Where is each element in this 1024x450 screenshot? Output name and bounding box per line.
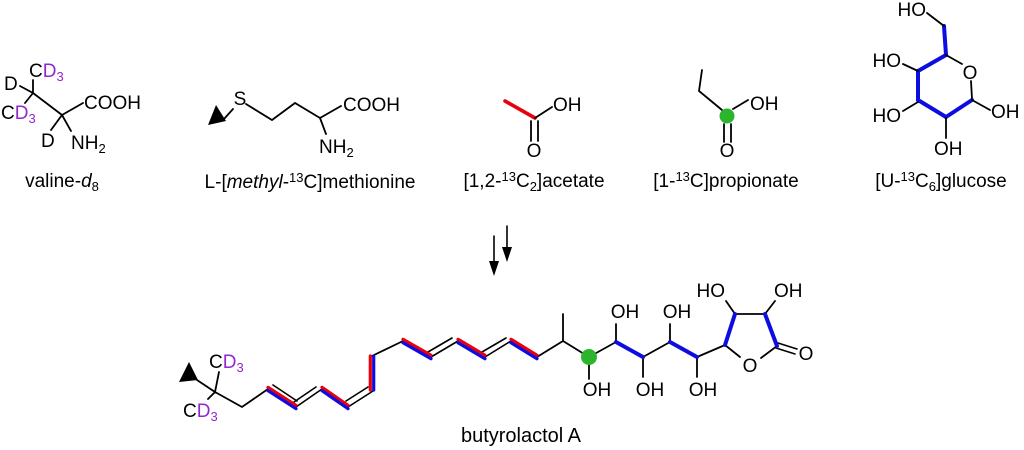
glucose-blue-bond (942, 24, 948, 57)
butyrolactol-redblue-bonds (266, 337, 539, 411)
labeled-bond-red (401, 337, 433, 357)
butyrolactol-oh-label: OH (689, 380, 718, 401)
labeled-bond-blue (668, 340, 699, 359)
labeled-bond-red (456, 337, 487, 357)
butyrolactol-oh-label: OH (611, 302, 640, 323)
labeled-bond-blue (509, 341, 539, 361)
butyrolactol-blue-bonds (614, 312, 779, 359)
valine-d-left-label: D (4, 74, 18, 95)
propionate-oh-label: OH (750, 94, 779, 115)
butyrolactol-c13-dot (581, 349, 597, 365)
molecule-acetate: OH O [1,2-13C2]acetate (463, 95, 604, 194)
glucose-bonds (902, 12, 991, 139)
valine-nh2-label: NH2 (71, 133, 106, 156)
labeled-bond-blue (320, 389, 350, 411)
butyrolactol-oh-label: OH (636, 380, 665, 401)
butyrolactol-bonds (196, 300, 778, 409)
glucose-ho-top-label: HO (898, 0, 927, 21)
valine-d-alpha-label: D (41, 131, 55, 152)
butyrolactol-cd3-top-label: CD3 (209, 352, 244, 375)
biosynthesis-arrows (489, 225, 512, 276)
labeled-bond-blue (723, 312, 737, 347)
butyrolactol-oh-label: OH (583, 380, 612, 401)
labeled-bond-red (509, 337, 539, 357)
glucose-caption: [U-13C6]glucose (875, 169, 1007, 194)
labeled-bond-red (320, 385, 350, 407)
butyrolactol-caption: butyrolactol A (461, 425, 582, 447)
valine-caption: valine-d8 (25, 171, 99, 194)
acetate-bonds (530, 106, 553, 142)
propionate-c13-dot (719, 108, 735, 124)
labeled-bond-blue (401, 341, 433, 361)
molecule-valine-d8: CD3 D CD3 D COOH NH2 valine-d8 (1, 61, 141, 194)
glucose-blue-bond (916, 98, 948, 119)
methionine-caption: L-[methyl-13C]methionine (205, 170, 416, 193)
propionate-o-label: O (720, 141, 735, 162)
butyrolactol-cd3-bottom-label: CD3 (183, 401, 218, 424)
labeled-bond-blue (763, 312, 779, 348)
labeled-bond-blue (614, 340, 645, 359)
butyrolactol-ring-o-label: O (743, 356, 758, 377)
labeled-bond-blue (456, 341, 487, 361)
labeled-bond-blue (266, 389, 298, 411)
propionate-bonds (698, 69, 749, 143)
molecule-butyrolactol-a: CD3 CD3 OH OH OH OH OH HO OH O O butyrol… (179, 281, 813, 447)
methyl-wedge-triangle (208, 105, 226, 125)
methionine-cooh-label: COOH (343, 95, 400, 116)
down-arrow-right-head (502, 247, 512, 262)
butyrolactol-oh-ring-label: OH (774, 281, 803, 302)
butyrolactol-carbonyl-o-label: O (799, 344, 814, 365)
methionine-nh2-label: NH2 (319, 137, 354, 160)
acetate-caption: [1,2-13C2]acetate (463, 169, 604, 194)
glucose-oh-right-label: OH (991, 102, 1020, 123)
molecule-glucose: HO HO HO OH OH O [U-13C6]glucose (873, 0, 1020, 194)
acetate-labeled-bond (503, 99, 537, 120)
glucose-blue-bond (944, 98, 974, 119)
labeled-bond-red (266, 385, 298, 407)
valine-cooh-label: COOH (84, 93, 141, 114)
propionate-caption: [1-13C]propionate (653, 169, 798, 192)
down-arrow-left-head (489, 261, 499, 276)
acetate-o-label: O (527, 141, 542, 162)
glucose-ho-bottomleft-label: HO (873, 106, 902, 127)
methionine-bonds (223, 101, 342, 135)
valine-cd3-top-label: CD3 (29, 61, 64, 84)
molecule-propionate: OH O [1-13C]propionate (653, 69, 799, 192)
tbutyl-wedge-triangle (179, 362, 198, 382)
methionine-s-label: S (234, 89, 247, 110)
valine-bonds (19, 79, 84, 132)
valine-cd3-left-label: CD3 (1, 103, 36, 126)
glucose-oh-bottom-label: OH (934, 139, 963, 160)
glucose-blue-bond (916, 53, 948, 73)
acetate-oh-label: OH (553, 95, 582, 116)
glucose-labeled-bonds (916, 24, 974, 119)
molecule-methionine: S COOH NH2 L-[methyl-13C]methionine (205, 89, 416, 193)
glucose-ring-o-label: O (963, 63, 978, 84)
butyrolactol-double-bonds (272, 337, 798, 408)
butyrolactol-ho-ring-label: HO (697, 281, 726, 302)
glucose-ho-left-label: HO (873, 51, 902, 72)
butyrolactol-oh-label: OH (663, 302, 692, 323)
